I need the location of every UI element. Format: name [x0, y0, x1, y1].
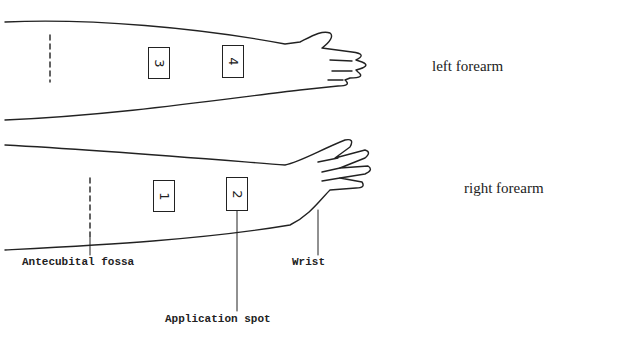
- spot-number: 2: [231, 190, 244, 198]
- anatomy-label: Wrist: [292, 256, 325, 268]
- leader-line: [90, 238, 91, 255]
- application-spot-box: 2: [226, 177, 248, 211]
- spot-number: 3: [153, 59, 166, 67]
- spot-number: 4: [227, 57, 240, 65]
- right-finger-lines: [318, 158, 340, 181]
- right-forearm-outline: [5, 140, 370, 250]
- forearm-label: left forearm: [432, 58, 503, 75]
- leader-line: [237, 211, 238, 311]
- left-forearm-outline: [5, 21, 366, 120]
- leader-line: [318, 210, 319, 255]
- application-spot-box: 3: [148, 47, 170, 79]
- spot-number: 1: [158, 192, 171, 200]
- left-finger-lines: [328, 60, 352, 80]
- forearm-label: right forearm: [464, 180, 544, 197]
- anatomy-label: Antecubital fossa: [22, 256, 134, 268]
- application-spot-box: 4: [222, 45, 244, 78]
- antecubital-line-right: [89, 178, 90, 238]
- application-spot-box: 1: [153, 180, 175, 212]
- antecubital-line-left: [49, 35, 50, 82]
- anatomy-label: Application spot: [165, 313, 271, 325]
